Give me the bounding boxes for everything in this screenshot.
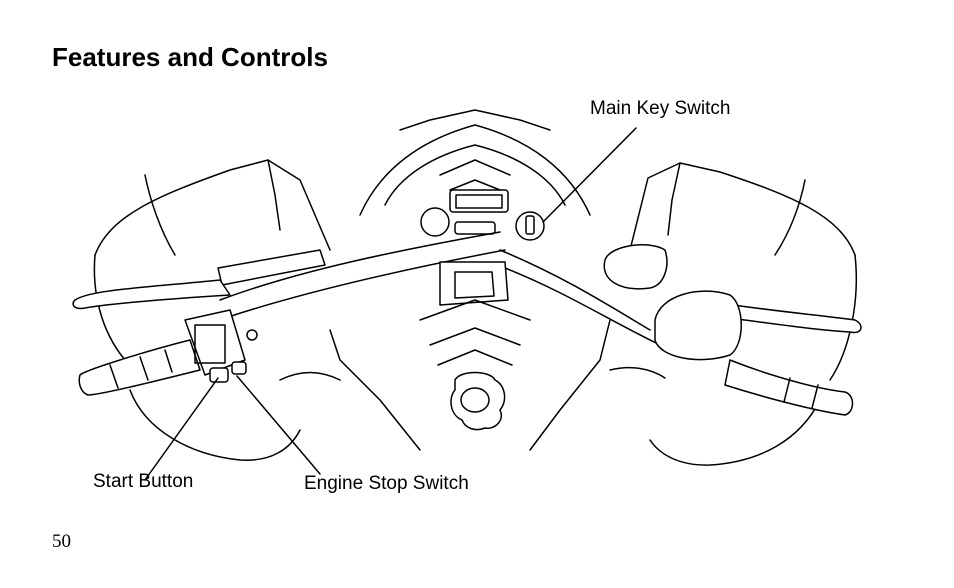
right-grip	[724, 359, 854, 416]
right-brake-lever	[699, 299, 862, 334]
main-key-switch	[515, 211, 545, 241]
start-button-label: Start Button	[93, 471, 194, 492]
page-number: 50	[52, 531, 71, 552]
main-key-switch-leader	[542, 127, 637, 223]
page-title: Features and Controls	[52, 42, 328, 72]
left-brake-lever	[72, 279, 231, 310]
handlebar-pad	[439, 261, 509, 306]
left-grip	[78, 339, 201, 396]
right-master-cylinder	[603, 244, 742, 361]
handlebar	[217, 231, 661, 346]
left-switch-housing	[184, 309, 258, 383]
instrument-pod	[359, 109, 591, 237]
engine-stop-switch-label: Engine Stop Switch	[304, 473, 469, 494]
engine-stop-switch-leader	[236, 375, 321, 475]
callout-leaders	[144, 127, 637, 481]
main-key-switch-label: Main Key Switch	[590, 98, 731, 119]
start-button-leader	[144, 377, 219, 481]
left-fender	[93, 159, 331, 461]
front-body	[279, 299, 666, 451]
